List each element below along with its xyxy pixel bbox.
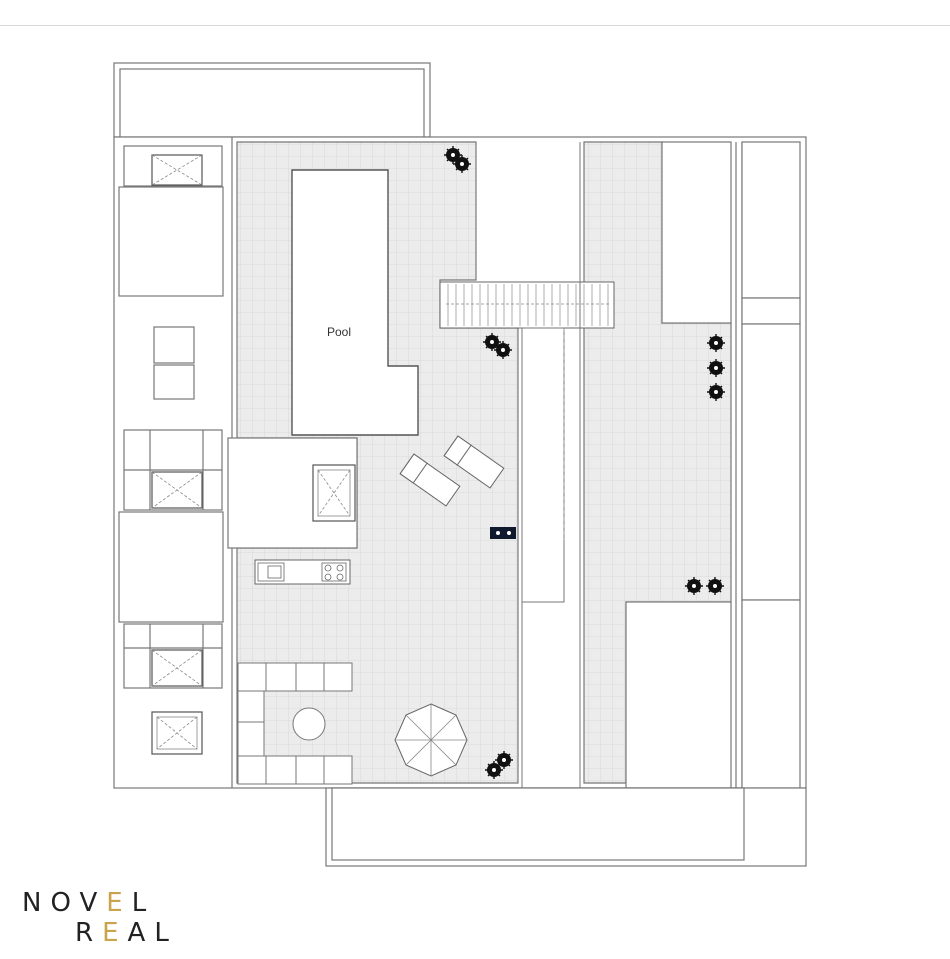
lounge-sofa (237, 662, 353, 785)
left-rooms (118, 145, 224, 689)
logo-line-2: REAL (22, 918, 172, 948)
logo-letter: E (102, 918, 128, 948)
logo-letter: E (106, 888, 132, 918)
logo-letter: A (127, 918, 155, 948)
logo-letter: L (131, 888, 156, 918)
top-rule (0, 25, 950, 26)
staircase (439, 281, 615, 329)
kitchen-counter (254, 559, 351, 585)
logo-letter: R (75, 918, 103, 948)
pool (291, 169, 419, 436)
logo-letter: V (79, 888, 107, 918)
logo-letter: L (154, 918, 178, 948)
logo-letter: N (22, 888, 51, 918)
lift-shaft (521, 327, 565, 603)
socket-icon (490, 527, 516, 539)
pool-label: Pool (327, 325, 351, 339)
logo-line-1: NOVEL (22, 888, 172, 918)
sink-icon (257, 562, 285, 582)
hob-icon (321, 562, 347, 582)
coffee-table (292, 707, 326, 741)
skylight-icon (151, 154, 203, 755)
umbrella-icon (394, 703, 468, 777)
logo-letter: O (50, 888, 80, 918)
novel-real-logo: NOVEL REAL (22, 888, 172, 948)
